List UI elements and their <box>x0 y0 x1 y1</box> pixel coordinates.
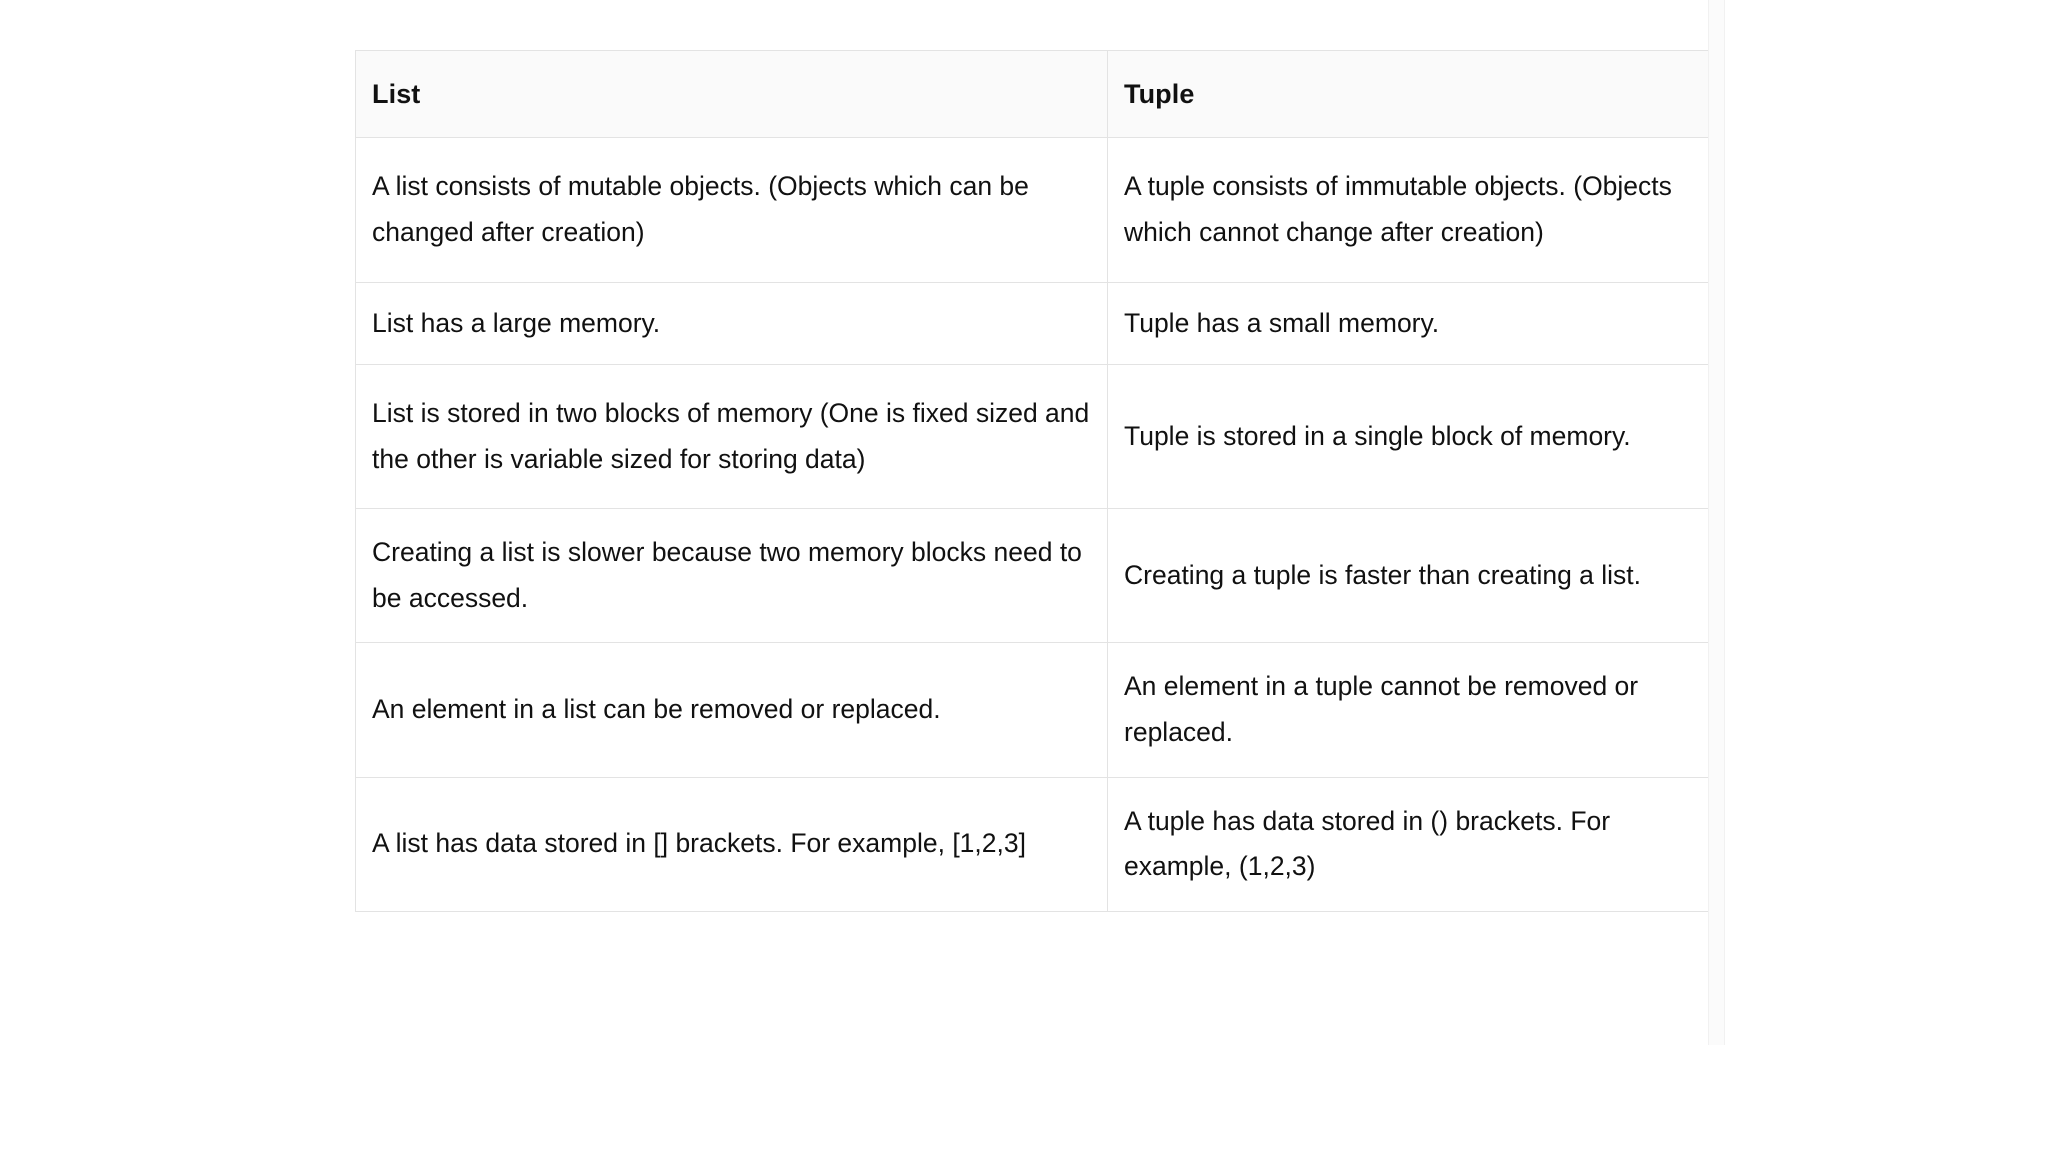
table-row: List is stored in two blocks of memory (… <box>355 364 1716 510</box>
page-scrollbar-thumb[interactable] <box>1709 0 1724 1045</box>
table-header: List Tuple <box>355 49 1716 139</box>
cell-list: An element in a list can be removed or r… <box>355 642 1108 778</box>
cell-tuple: An element in a tuple cannot be removed … <box>1107 642 1716 778</box>
cell-tuple: A tuple consists of immutable objects. (… <box>1107 137 1716 283</box>
table-row: A list has data stored in [] brackets. F… <box>355 776 1716 912</box>
page-content: List Tuple A list consists of mutable ob… <box>355 49 1716 912</box>
cell-list: List is stored in two blocks of memory (… <box>355 364 1108 510</box>
column-header-list: List <box>355 49 1108 139</box>
table-header-row: List Tuple <box>355 49 1716 139</box>
table-row: A list consists of mutable objects. (Obj… <box>355 137 1716 283</box>
cell-list: A list has data stored in [] brackets. F… <box>355 776 1108 912</box>
cell-tuple: A tuple has data stored in () brackets. … <box>1107 776 1716 912</box>
table-body: A list consists of mutable objects. (Obj… <box>355 137 1716 912</box>
list-vs-tuple-table: List Tuple A list consists of mutable ob… <box>355 49 1716 912</box>
cell-tuple: Tuple has a small memory. <box>1107 281 1716 366</box>
cell-list: Creating a list is slower because two me… <box>355 508 1108 644</box>
table-row: Creating a list is slower because two me… <box>355 508 1716 644</box>
cell-list: List has a large memory. <box>355 281 1108 366</box>
table-row: List has a large memory. Tuple has a sma… <box>355 281 1716 366</box>
cell-tuple: Creating a tuple is faster than creating… <box>1107 508 1716 644</box>
table-row: An element in a list can be removed or r… <box>355 642 1716 778</box>
cell-tuple: Tuple is stored in a single block of mem… <box>1107 364 1716 510</box>
comparison-table-container: List Tuple A list consists of mutable ob… <box>355 49 1717 912</box>
column-header-tuple: Tuple <box>1107 49 1716 139</box>
cell-list: A list consists of mutable objects. (Obj… <box>355 137 1108 283</box>
